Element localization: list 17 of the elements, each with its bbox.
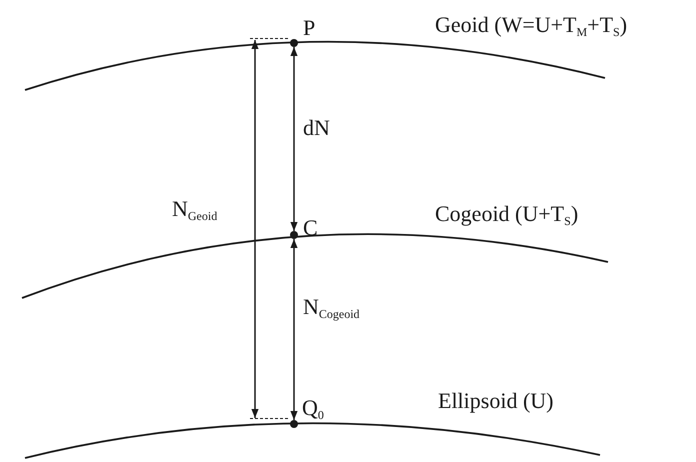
surface-label: Geoid (W=U+T$_{M}$+T$_{S}$) — [435, 14, 628, 38]
edge-label: N$_{Geoid}$ — [172, 198, 218, 222]
edge-label: dN — [303, 117, 330, 139]
reference-line — [250, 38, 288, 40]
reference-line — [250, 418, 288, 420]
point-dot — [290, 231, 298, 239]
surface-label: Ellipsoid (U) — [438, 390, 554, 412]
point-label: P — [303, 17, 316, 39]
double-arrow — [290, 239, 298, 420]
double-arrow — [290, 47, 298, 231]
edge-label: N$_{Cogeoid}$ — [303, 296, 360, 320]
double-arrow — [251, 40, 259, 418]
point-label: C — [303, 217, 318, 239]
surface-label: Cogeoid (U+T$_{S}$) — [435, 203, 578, 227]
point-label: Q$_{0}$ — [302, 397, 324, 421]
point-dot — [290, 39, 298, 47]
point-dot — [290, 420, 298, 428]
